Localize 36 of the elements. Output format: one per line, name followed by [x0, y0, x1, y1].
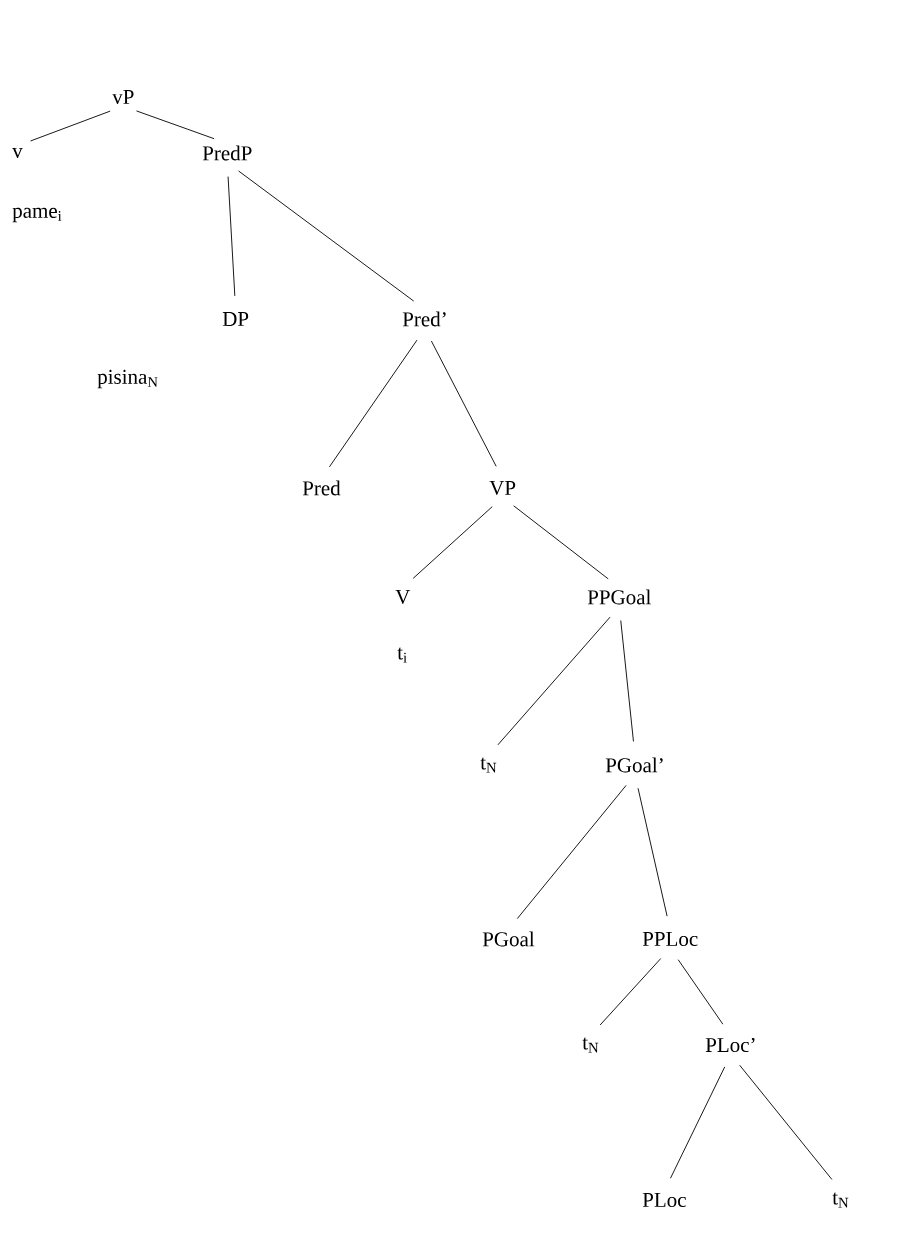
tree-label: V [395, 589, 411, 605]
branch-line [513, 505, 609, 580]
branch-line [670, 1066, 726, 1179]
tree-label: PPGoal [587, 589, 651, 605]
branch-line [637, 787, 668, 917]
tree-label: vP [112, 90, 134, 104]
word-label: t$_{i}$ [397, 647, 407, 663]
branch-line [599, 958, 662, 1026]
branch-line [516, 785, 627, 920]
branch-line [430, 340, 497, 467]
tree-label: t$_{N}$ [480, 757, 497, 773]
branch-line [620, 620, 634, 742]
branch-line [328, 339, 418, 468]
branch-line [497, 616, 611, 746]
tree-label: v [12, 148, 23, 158]
branch-line [677, 959, 724, 1025]
tree-label: Pred’ [402, 311, 446, 327]
tree-label: PGoal’ [605, 757, 663, 773]
tree-label: PredP [202, 145, 252, 161]
tree-label: t$_{N}$ [832, 1192, 849, 1208]
tree-label: Pred [302, 480, 341, 496]
branch-line [238, 170, 415, 302]
tree-label: DP [222, 312, 249, 326]
word-label: pisina$_{N}$ [97, 369, 158, 389]
tree-label: t$_{N}$ [582, 1037, 599, 1053]
tree-label: PPLoc [642, 932, 698, 946]
branch-line [412, 506, 493, 579]
tree-label: PLoc’ [705, 1037, 755, 1053]
branch-line [30, 110, 111, 142]
tree-label: PLoc [642, 1193, 686, 1207]
branch-line [739, 1064, 833, 1180]
tree-label: VP [489, 480, 516, 496]
branch-line [136, 110, 215, 140]
branch-line [227, 176, 236, 297]
word-label: pame$_{i}$ [12, 207, 62, 223]
tree-label: PGoal [482, 931, 535, 947]
